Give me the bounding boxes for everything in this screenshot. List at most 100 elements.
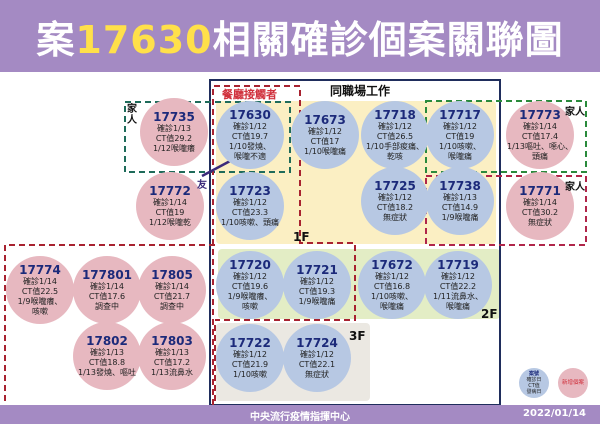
case-detail: 確診1/12 (300, 350, 334, 359)
legend-case-id: 案號 (528, 371, 539, 377)
case-detail: CT值17 (310, 137, 340, 146)
family-label-right-bottom: 家人 (565, 182, 585, 193)
case-detail: 確診1/12 (233, 122, 267, 131)
case-id: 17630 (229, 108, 271, 122)
case-detail: 確診1/12 (233, 272, 267, 281)
case-detail: 1/10手部痠痛、 (366, 142, 424, 151)
case-detail: 1/13發燒、嘔吐 (78, 368, 136, 377)
case-detail: 1/10咳嗽、頭痛 (221, 218, 279, 227)
case-detail: 確診1/12 (378, 193, 412, 202)
case-id: 17725 (374, 179, 416, 193)
case-detail: CT值18.2 (376, 203, 414, 212)
case-detail: 喉嚨痛 (380, 302, 404, 311)
case-detail: CT值19 (445, 132, 475, 141)
case-detail: CT值30.2 (521, 208, 559, 217)
case-detail: 無症狀 (305, 370, 329, 379)
case-detail: 無症狀 (383, 213, 407, 222)
case-id: 17719 (437, 258, 479, 272)
case-detail: 調查中 (95, 302, 119, 311)
case-id: 17735 (153, 110, 195, 124)
case-detail: 調查中 (160, 302, 184, 311)
case-detail: 確診1/13 (157, 124, 191, 133)
case-detail: 喉嚨痛 (448, 152, 472, 161)
case-detail: 確診1/12 (441, 272, 475, 281)
family-label-left: 家人 (127, 104, 137, 126)
workplace-label: 同職場工作 (330, 84, 391, 98)
case-detail: 確診1/14 (90, 282, 124, 291)
floor-1-label: 1F (293, 230, 310, 244)
case-detail: 確診1/14 (23, 277, 57, 286)
case-detail: 1/10發燒、 (229, 142, 271, 151)
case-id: 17805 (151, 268, 193, 282)
case-detail: 確診1/12 (378, 122, 412, 131)
legend-onset: 發病日 (526, 389, 542, 395)
family-group-right-top (425, 100, 587, 173)
case-detail: 確診1/12 (443, 122, 477, 131)
case-detail: 1/9喉嚨痛 (298, 297, 336, 306)
case-id: 17771 (519, 184, 561, 198)
case-detail: CT值19.7 (231, 132, 269, 141)
title-suffix: 相關確診個案關聯圖 (212, 17, 564, 62)
case-detail: 確診1/13 (90, 348, 124, 357)
case-detail: CT值18.8 (88, 358, 126, 367)
footer: 中央流行疫情指揮中心 2022/01/14 (0, 405, 600, 424)
legend-confirm-date: 確診日 (526, 377, 542, 383)
case-detail: 確診1/14 (523, 122, 557, 131)
case-detail: 咳嗽 (242, 302, 258, 311)
case-detail: CT值29.2 (155, 134, 193, 143)
case-id: 17672 (371, 258, 413, 272)
case-detail: 1/12喉嚨乾 (149, 218, 191, 227)
case-detail: 確診1/14 (155, 282, 189, 291)
case-id: 17717 (439, 108, 481, 122)
case-id: 17718 (374, 108, 416, 122)
floor-3-label: 3F (349, 329, 366, 343)
footer-org: 中央流行疫情指揮中心 (250, 412, 350, 423)
case-detail: 1/10咳嗽、 (439, 142, 481, 151)
case-detail: 咳嗽 (32, 307, 48, 316)
case-id: 17673 (304, 113, 346, 127)
unknown-source-group (4, 244, 215, 405)
case-detail: CT值26.5 (376, 132, 414, 141)
legend-new-case: 新增個案 (558, 368, 588, 398)
case-id: 17774 (19, 263, 61, 277)
case-detail: CT值21.9 (231, 360, 269, 369)
case-id: 17724 (296, 336, 338, 350)
case-id: 177801 (81, 268, 133, 282)
case-detail: 確診1/14 (153, 198, 187, 207)
case-detail: 頭痛 (532, 152, 548, 161)
case-detail: CT值19.6 (231, 282, 269, 291)
friend-link (201, 158, 233, 178)
case-id: 17720 (229, 258, 271, 272)
case-detail: CT值19.3 (298, 287, 336, 296)
case-detail: CT值17.6 (88, 292, 126, 301)
case-detail: 確診1/12 (300, 277, 334, 286)
case-detail: CT值14.9 (441, 203, 479, 212)
case-detail: 1/10咳嗽、 (371, 292, 413, 301)
case-id: 17773 (519, 108, 561, 122)
case-detail: 確診1/13 (443, 193, 477, 202)
case-id: 17803 (151, 334, 193, 348)
case-detail: CT值22.2 (439, 282, 477, 291)
case-detail: CT值21.7 (153, 292, 191, 301)
case-detail: 1/13嘔吐、噁心、 (507, 142, 573, 151)
case-detail: 喉嚨不適 (234, 152, 266, 161)
case-id: 17721 (296, 263, 338, 277)
title-bar: 案17630相關確診個案關聯圖 (0, 0, 600, 72)
case-detail: 1/13流鼻水 (151, 368, 193, 377)
restaurant-label: 餐廳接觸者 (222, 88, 277, 101)
legend-new-case-label: 新增個案 (561, 380, 584, 386)
